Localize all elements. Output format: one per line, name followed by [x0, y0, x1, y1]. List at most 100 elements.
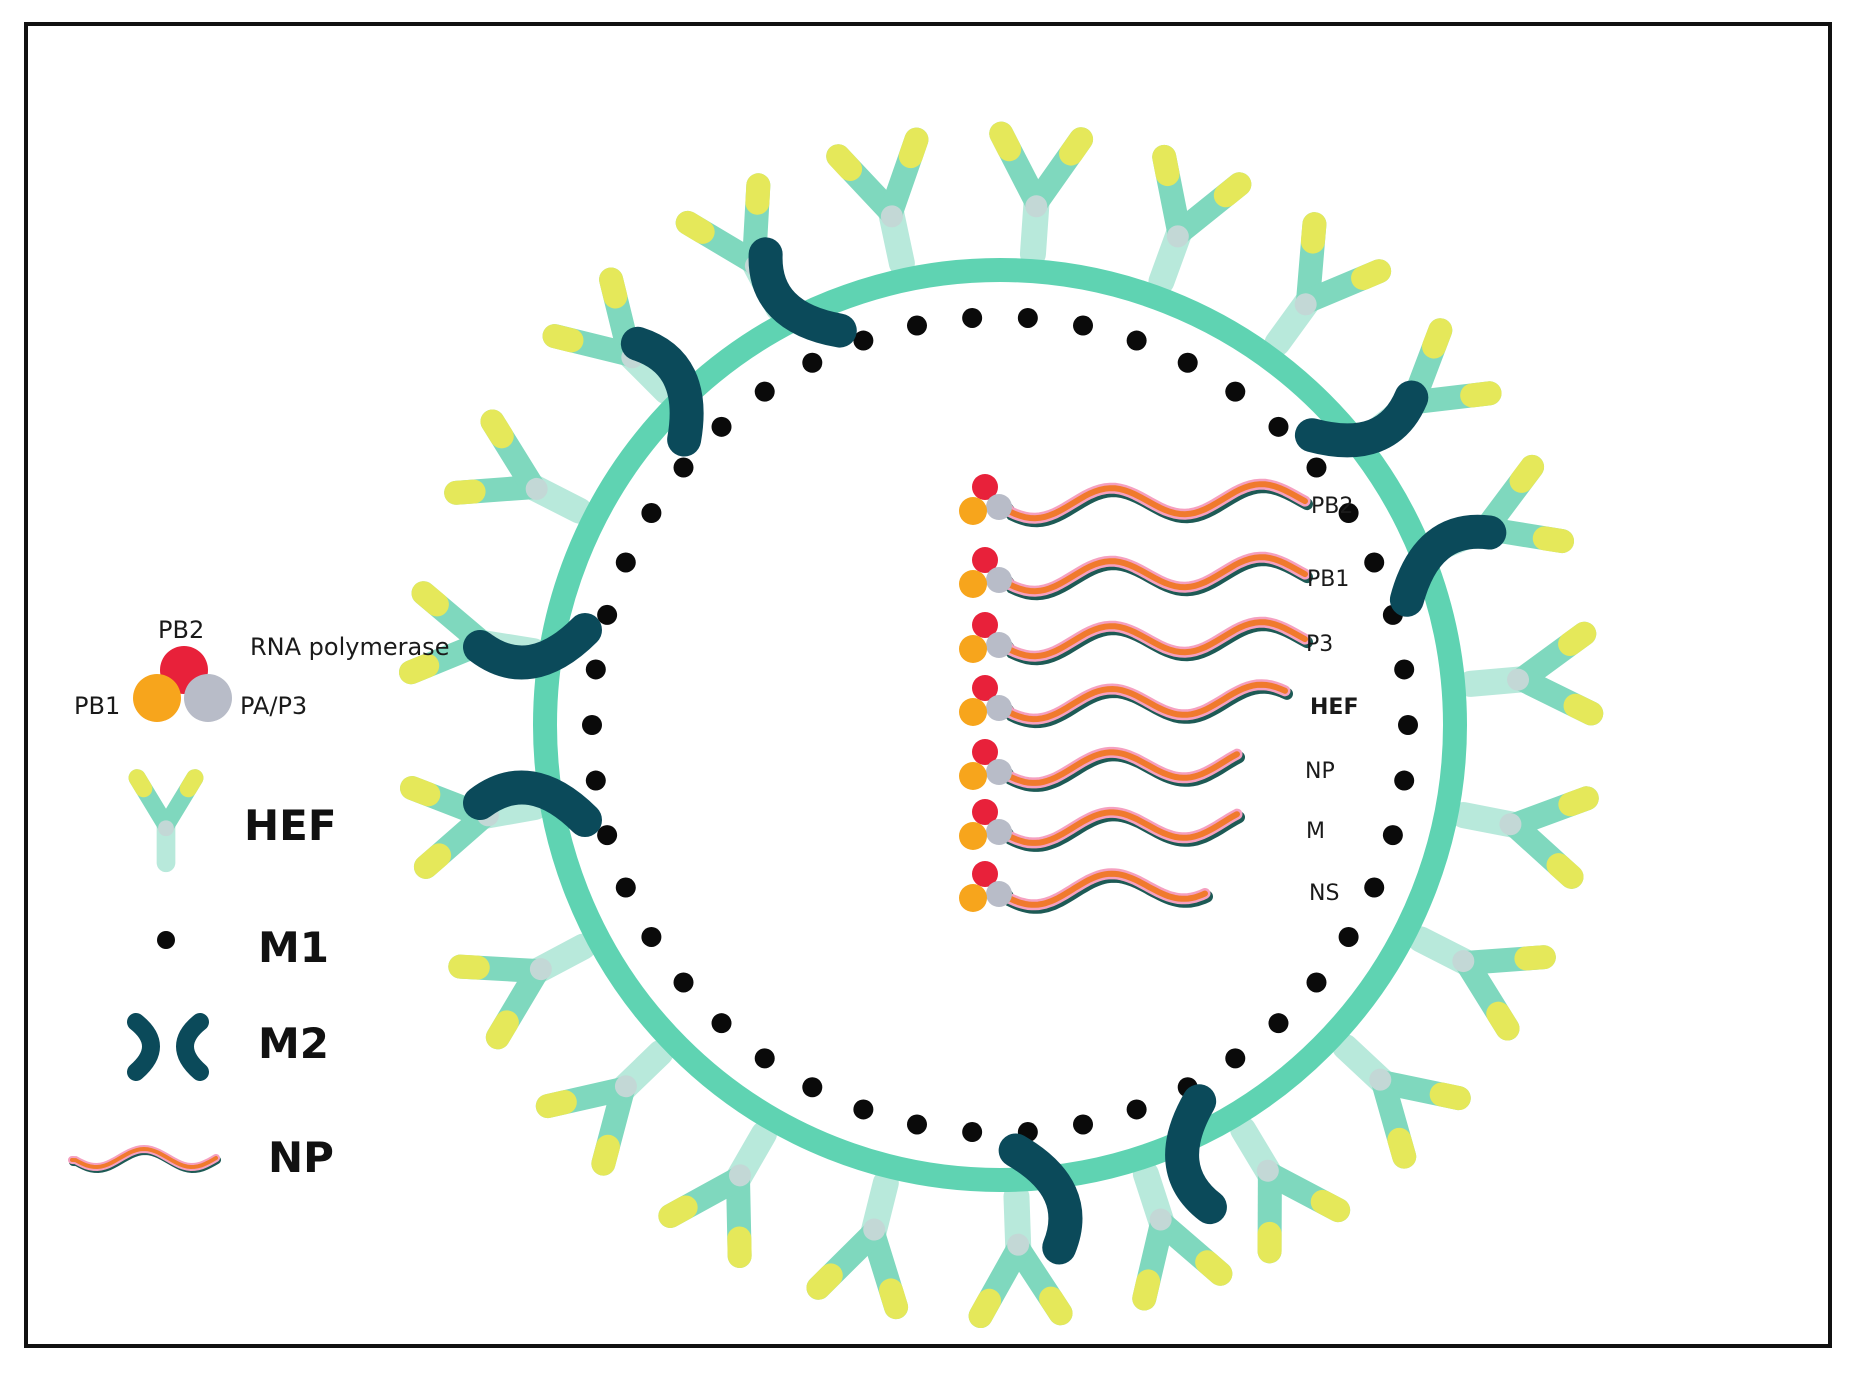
m1-dot — [1225, 1048, 1246, 1069]
pb2-subunit-icon — [972, 675, 998, 701]
hef-glycoprotein-icon — [128, 769, 204, 880]
pb1-subunit-icon — [959, 698, 987, 726]
hef-spike — [1145, 144, 1252, 304]
hef-spike — [806, 1160, 909, 1320]
pa-subunit-icon — [986, 567, 1012, 593]
m1-dot — [1398, 715, 1418, 735]
m1-dot — [1073, 1114, 1094, 1135]
pb1-subunit-icon — [959, 570, 987, 598]
m1-dot — [1073, 315, 1094, 336]
m1-dot — [615, 877, 636, 898]
hef-spike — [1398, 921, 1556, 1041]
m1-dot — [962, 1122, 983, 1143]
hef-spike — [968, 1173, 1073, 1329]
m1-dot — [673, 972, 694, 993]
rna-core — [1002, 870, 1208, 908]
legend-polymerase: PB2 RNA polymerase PB1 PA/P3 — [74, 616, 449, 722]
legend-m1: M1 — [157, 923, 329, 972]
m1-dot — [585, 770, 606, 791]
rna-strand — [999, 806, 1243, 849]
pb1-subunit-icon — [959, 635, 987, 663]
m1-dot — [673, 457, 694, 478]
m1-dot — [585, 659, 606, 680]
legend-m1-label: M1 — [258, 923, 329, 972]
m2-channel — [998, 1084, 1227, 1265]
segment-label: NP — [1305, 759, 1335, 784]
hef-spike — [448, 928, 606, 1050]
rnp-segment: PB1 — [959, 547, 1349, 601]
pa-subunit-icon — [986, 759, 1012, 785]
m1-dot — [711, 416, 732, 437]
m1-dot — [906, 1114, 927, 1135]
pa-subunit-icon — [986, 819, 1012, 845]
hef-glycoprotein-icon-shape — [128, 769, 204, 880]
pa-subunit-icon — [986, 632, 1012, 658]
m1-dot — [711, 1013, 732, 1034]
m1-dot — [1364, 552, 1385, 573]
pb2-subunit-icon — [972, 547, 998, 573]
hef-spike — [1440, 786, 1599, 889]
legend-pb2-label: PB2 — [158, 616, 204, 644]
legend-hef-label: HEF — [244, 801, 337, 850]
pa-subunit-icon — [986, 494, 1012, 520]
segment-label: PB1 — [1307, 567, 1349, 592]
legend-polymerase-title: RNA polymerase — [250, 633, 449, 661]
m1-dot-icon — [157, 931, 175, 949]
segment-label: PB2 — [1311, 494, 1353, 519]
m2-half — [1389, 514, 1507, 617]
hef-spike — [444, 409, 602, 529]
m1-dot — [802, 1077, 823, 1098]
m1-dot — [962, 307, 983, 328]
m2-channel — [620, 237, 857, 457]
segment-label: HEF — [1310, 695, 1358, 720]
m1-dot — [1017, 307, 1038, 328]
legend-np: NP — [68, 1133, 334, 1182]
hef-spike — [1224, 1108, 1351, 1264]
hef-spike — [1324, 1027, 1471, 1169]
pa-subunit-icon — [986, 881, 1012, 907]
legend-m2: M2 — [127, 1013, 329, 1081]
pb2-subunit-icon — [972, 861, 998, 887]
pa-subunit-icon — [986, 695, 1012, 721]
m2-channel — [1294, 380, 1507, 617]
m1-dot — [906, 315, 927, 336]
m1-dot — [1382, 825, 1403, 846]
hef-spike — [1447, 621, 1604, 726]
rnp-segment: M — [959, 799, 1325, 852]
hef-spike — [535, 1032, 681, 1176]
m1-dot — [1338, 926, 1359, 947]
legend-np-label: NP — [268, 1133, 334, 1182]
hef-spike — [658, 1112, 782, 1268]
rna-core — [1002, 554, 1308, 595]
pb1-subunit-icon — [133, 674, 181, 722]
pa-subunit-icon — [184, 674, 232, 722]
pb2-subunit-icon — [972, 739, 998, 765]
m1-dot — [615, 552, 636, 573]
m1-dot — [1364, 877, 1385, 898]
m1-dot — [853, 1099, 874, 1120]
pb2-subunit-icon — [972, 612, 998, 638]
legend-pa-label: PA/P3 — [240, 692, 307, 720]
m2-half — [463, 613, 602, 680]
m1-dot — [1225, 381, 1246, 402]
m1-matrix-layer — [582, 307, 1418, 1143]
legend: PB2 RNA polymerase PB1 PA/P3 HEF M1 M2 N… — [68, 616, 449, 1182]
m2-half — [748, 237, 857, 348]
m2-half — [1294, 380, 1429, 458]
m1-dot — [1394, 659, 1415, 680]
hef-spike — [1258, 212, 1392, 365]
segment-label: P3 — [1306, 632, 1333, 657]
m2-channel-icon — [127, 1013, 209, 1081]
rna-core — [1002, 809, 1240, 846]
m1-dot — [582, 715, 602, 735]
m1-dot — [1177, 352, 1198, 373]
m1-dot — [754, 1048, 775, 1069]
hef-spike — [989, 121, 1094, 278]
rnp-segment: HEF — [959, 675, 1358, 729]
m1-dot — [1268, 1013, 1289, 1034]
m2-half — [620, 326, 704, 457]
m1-dot — [1306, 457, 1327, 478]
rna-core — [1002, 619, 1308, 660]
pb2-subunit-icon — [972, 474, 998, 500]
